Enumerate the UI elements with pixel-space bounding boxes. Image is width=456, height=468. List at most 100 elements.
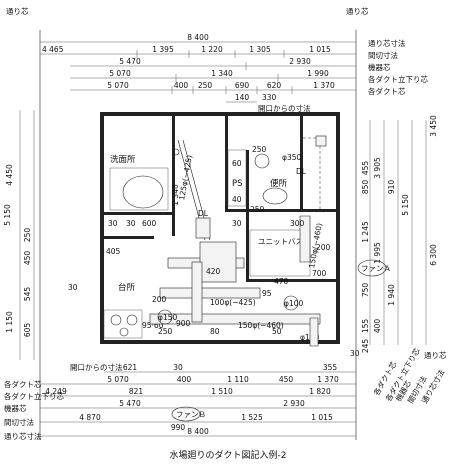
dim-top-4-c: 1 990 [307,69,329,78]
dim-top-2-c: 1 220 [201,45,223,54]
dim-left-4: 450 [23,251,32,266]
figure-caption: 水場廻りのダクト図記入例-2 [170,449,287,461]
duct-riser-main [195,217,211,239]
wall-right [336,112,340,344]
kitchen-stove [103,309,143,339]
toilet-fixture [262,187,288,205]
label-1340-inner: 1 340 [171,184,180,206]
dim-top-5-d: 690 [235,81,250,90]
dim-right-9: 6 300 [429,244,438,266]
duct-horizontal-lower [149,313,321,325]
washbasin-counter [109,167,169,211]
label-40: 40 [232,195,242,204]
dim-bottom-5-a: 4 870 [79,413,101,422]
label-60: 60 [232,159,242,168]
dim-bottom-3-c: 1 510 [211,387,233,396]
label-700: 700 [312,269,327,278]
wall-kitchen-top [104,236,154,239]
stove-burner-3 [119,327,129,337]
dim-right-5: 910 [387,180,396,195]
dim-right-12: 155 [361,319,370,334]
duct-circle-350 [254,153,270,169]
dim-left-8: 30 [68,283,78,292]
dim-top-2-d: 1 305 [249,45,271,54]
dim-bottom-5-d: 1 015 [311,413,333,422]
dim-bottom-3-a: 4 249 [45,387,67,396]
label-200: 200 [152,295,167,304]
axis-label-top-left: 通り芯 [6,6,29,16]
wall-bath-top [228,209,336,212]
label-405: 405 [106,247,121,256]
legend-top-5: 各ダクト芯 [368,86,406,96]
tag-d150: φ150 [158,313,177,322]
dim-left-7: 605 [23,323,32,338]
top-opening-note: 開口からの寸法 [258,103,311,113]
legend-top-2: 間切寸法 [368,50,398,60]
dim-right-15: 30 [350,349,360,358]
dim-bottom-3-d: 1 820 [309,387,331,396]
label-50: 50 [272,327,282,336]
dim-top-4-a: 5 070 [109,69,131,78]
tag-150-460b: 150φ(−460) [238,321,284,330]
dim-right-13: 400 [373,319,382,334]
axis-label-right-bottom: 通り芯 [424,350,447,360]
label-80: 80 [210,327,220,336]
room-unit-bath: ユニットバス [258,237,303,246]
dim-bottom-3-b: 821 [129,387,144,396]
label-30c: 30 [232,219,242,228]
dim-top-5-e: 620 [267,81,282,90]
dim-left-3: 250 [23,228,32,243]
dim-bottom-4-b: 2 930 [283,399,305,408]
dim-bottom-1-c: 355 [323,363,338,372]
duct-box-central [199,241,237,283]
dim-bottom-1-a: 621 [123,363,138,372]
dim-right-14: 245 [361,339,370,354]
dim-top-5-f: 1 370 [313,81,335,90]
label-200b: 200 [316,243,331,252]
label-900: 900 [176,319,191,328]
tag-100-425: 100φ(−425) [210,298,256,307]
legend-bottom-1: 各ダクト芯 [4,379,42,389]
duct-bath-vertical [299,215,311,263]
wall-left [100,112,104,344]
dim-left-5: 545 [23,287,32,302]
duct-horizontal-mid [159,287,261,299]
dim-right-4: 850 [361,180,370,195]
duct-circle-150 [157,309,173,325]
dim-bottom-5-b: 990 [171,423,186,432]
wall-ps-left [225,116,228,212]
label-600: 600 [142,219,157,228]
wall-bath-bottom [249,279,336,282]
label-95: 95 [262,289,272,298]
dim-bottom-6: 8 400 [187,427,209,436]
stove-burner-1 [110,314,122,326]
legend-top-3: 機器芯 [368,62,391,72]
legend-bottom-5: 通り芯寸法 [4,431,42,441]
label-95-60: 95·60 [142,321,164,330]
room-ps: PS [232,179,243,189]
label-420: 420 [206,267,221,276]
wall-toilet-left [246,150,249,212]
label-300: 300 [290,219,305,228]
duct-vertical-kitchen [191,261,203,323]
room-washroom: 洗面所 [110,154,136,165]
room-kitchen: 台所 [118,282,136,293]
label-250c: 250 [252,145,267,154]
dim-right-2: 455 [361,161,370,176]
duct-circle-100 [283,295,299,311]
dim-right-7: 1 245 [361,221,370,243]
label-470: 470 [274,277,289,286]
dim-top-1-total: 8 400 [187,33,209,42]
dim-bottom-2-e: 1 370 [317,375,339,384]
label-250: 250 [158,327,173,336]
dim-top-3-a: 5 470 [119,57,141,66]
stove-burner-2 [126,314,138,326]
dim-top-2-a: 4 465 [42,45,64,54]
duct-riser-toilet [315,135,327,147]
dim-top-5-c: 250 [198,81,213,90]
dim-left-6: 1 150 [5,311,14,333]
tag-dl-toilet: DL [296,167,307,176]
label-30-b: 30 [126,219,136,228]
